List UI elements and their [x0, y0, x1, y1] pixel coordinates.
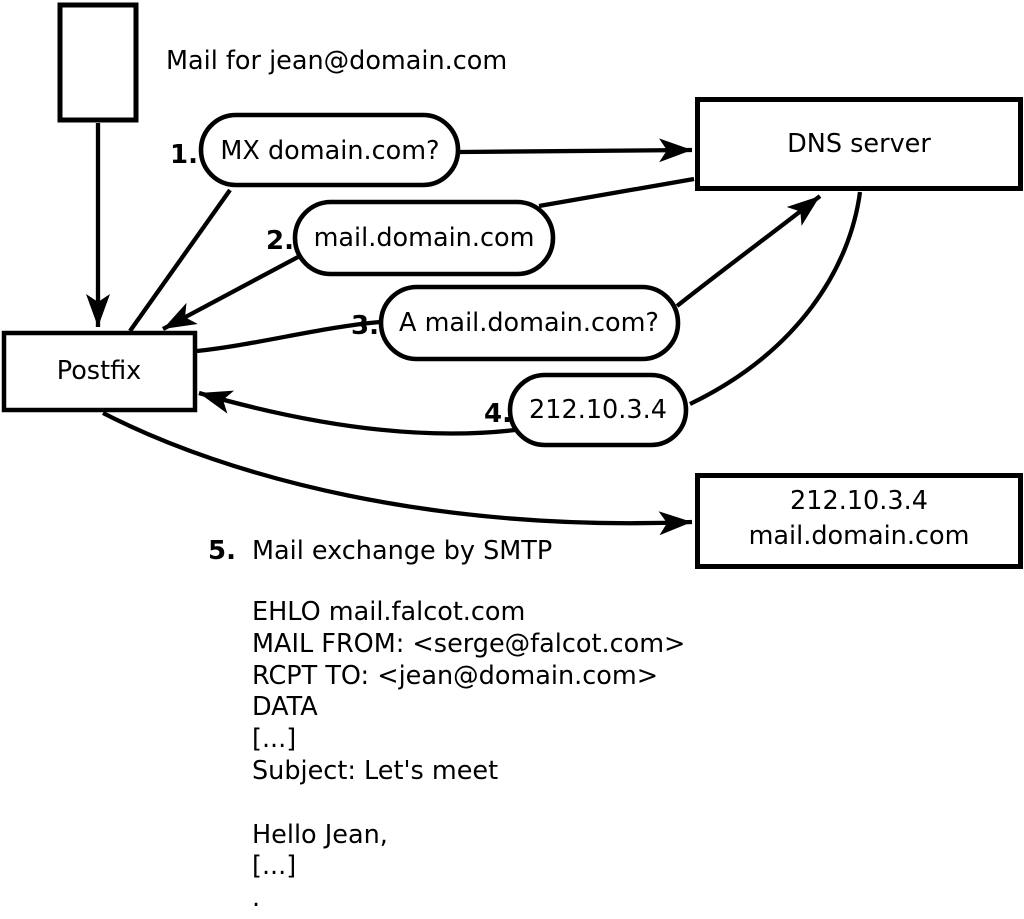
step1-number: 1. [170, 140, 198, 170]
postfix-box [1, 330, 198, 413]
arrow-mx-query-to-dns [459, 138, 693, 163]
mx-query-pill [198, 112, 461, 188]
line-postfix-to-mx-query [128, 188, 232, 333]
mx-response-pill [292, 199, 556, 277]
step5-number: 5. [208, 536, 236, 566]
postfix-label: Postfix [56, 356, 142, 386]
step4-number: 4. [484, 399, 512, 429]
dns-server-label: DNS server [787, 129, 931, 159]
arrow-mx-response-to-postfix [161, 255, 300, 331]
message-envelope-box [57, 2, 139, 123]
smtp-session-text: EHLO mail.falcot.com MAIL FROM: <serge@f… [252, 597, 686, 914]
mail-server-ip: 212.10.3.4 [790, 486, 928, 516]
mail-server-hostname: mail.domain.com [748, 521, 970, 551]
dns-server-box [695, 97, 1023, 191]
step3-number: 3. [351, 311, 379, 341]
a-response-label: 212.10.3.4 [529, 395, 667, 425]
a-query-pill [378, 284, 681, 362]
line-dns-to-a-response [689, 191, 863, 406]
mail-server-label: 212.10.3.4 mail.domain.com [749, 484, 970, 554]
arrow-postfix-to-mail-server [102, 411, 693, 536]
line-postfix-to-a-query [196, 319, 381, 354]
a-query-label: A mail.domain.com? [399, 308, 659, 338]
line-dns-to-mx-response [538, 176, 695, 209]
step5-label: Mail exchange by SMTP [252, 536, 553, 566]
mx-response-label: mail.domain.com [313, 223, 535, 253]
mx-query-label: MX domain.com? [220, 136, 440, 166]
mail-server-box [695, 473, 1023, 569]
arrow-a-response-to-postfix [198, 390, 516, 436]
diagram-title: Mail for jean@domain.com [166, 46, 508, 76]
step2-number: 2. [266, 226, 294, 256]
arrow-a-query-to-dns [675, 194, 822, 308]
a-response-pill [507, 372, 689, 448]
